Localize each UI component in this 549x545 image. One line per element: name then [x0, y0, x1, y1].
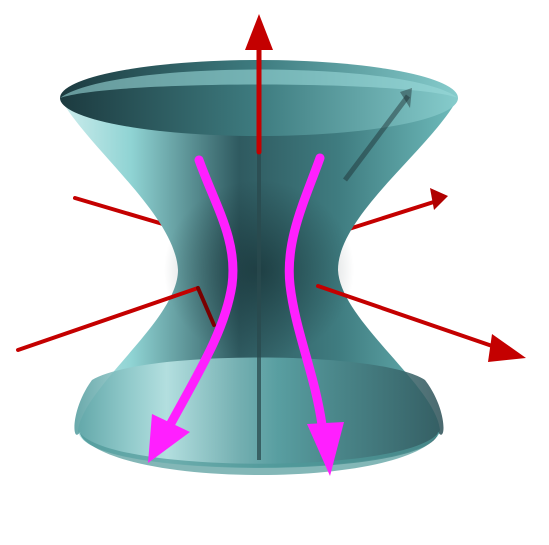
axis-arrow-icon [488, 334, 526, 362]
axis-front-right [316, 284, 526, 362]
axis-arrow-icon [245, 14, 273, 50]
flow-arrow-icon [307, 422, 344, 476]
axis-front-left [16, 286, 216, 352]
axis-arrow-icon [430, 188, 448, 210]
flow-arrow-left [148, 155, 238, 463]
flow-arrow-right [284, 153, 344, 476]
axis-shadow-upper-right [343, 88, 412, 182]
flow-arrow-icon [148, 414, 190, 463]
axis-vertical [245, 14, 273, 155]
